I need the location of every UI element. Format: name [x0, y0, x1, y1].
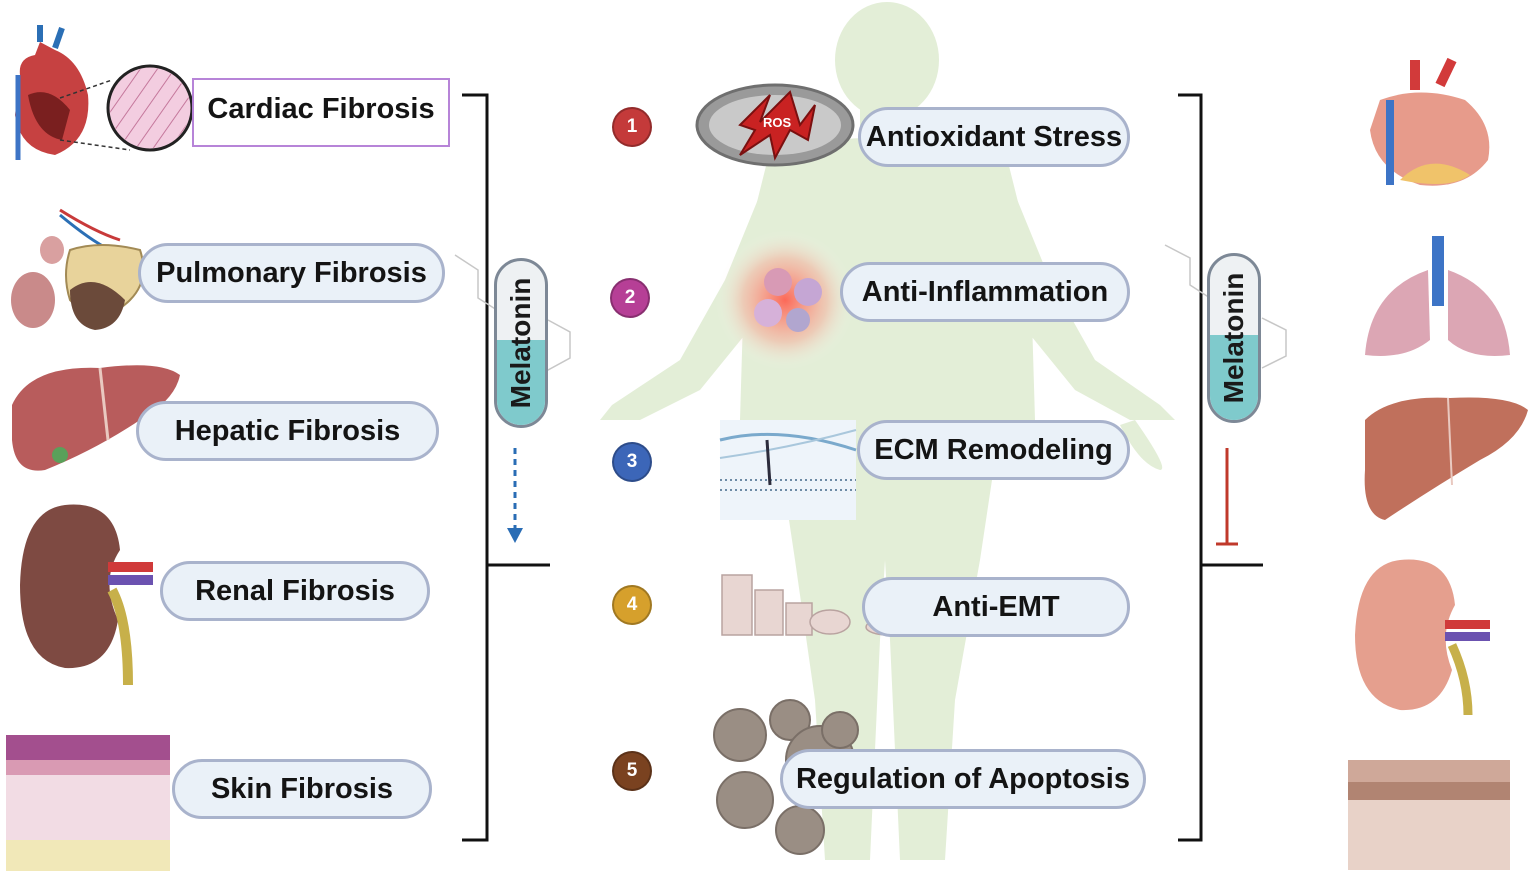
capsule-fill	[497, 339, 545, 425]
liver-icon	[12, 365, 180, 471]
mechanism-label-3: ECM Remodeling	[857, 420, 1130, 480]
step-number-3: 3	[612, 442, 652, 482]
step-number-2: 2	[610, 278, 650, 318]
hepatic-fibrosis-label: Hepatic Fibrosis	[136, 401, 439, 461]
mechanism-label-2: Anti-Inflammation	[840, 262, 1130, 322]
renal-fibrosis-label: Renal Fibrosis	[160, 561, 430, 621]
skin-fibrosis-label: Skin Fibrosis	[172, 759, 432, 819]
step-number-1: 1	[612, 107, 652, 147]
mechanism-label-4: Anti-EMT	[862, 577, 1130, 637]
mechanism-label-5: Regulation of Apoptosis	[780, 749, 1146, 809]
mechanism-label-1: Antioxidant Stress	[858, 107, 1130, 167]
immune-cells-icon	[715, 230, 855, 370]
down-arrow-head	[507, 528, 523, 543]
cardiac-fibrosis-label: Cardiac Fibrosis	[207, 92, 435, 125]
heart-icon	[15, 25, 89, 160]
mitochondrion-icon	[695, 83, 855, 167]
heart-healthy-icon	[1370, 57, 1490, 186]
cardiac-highlight-box	[192, 78, 450, 147]
epithelial-cells-icon	[721, 574, 911, 636]
step-number-5: 5	[612, 751, 652, 791]
melatonin-label-left: Melatonin	[505, 277, 536, 409]
ros-label: ROS	[763, 115, 792, 130]
pulmonary-fibrosis-label: Pulmonary Fibrosis	[138, 243, 445, 303]
melatonin-capsule-right: Melatonin	[1207, 253, 1261, 423]
ecm-fibers-icon	[719, 420, 857, 520]
capsule-fill	[1210, 334, 1258, 420]
right-bracket	[1178, 93, 1203, 842]
lungs-icon	[1365, 236, 1510, 356]
melatonin-label-right: Melatonin	[1218, 272, 1249, 404]
lung-alveoli-icon	[11, 208, 145, 330]
step-number-4: 4	[612, 585, 652, 625]
skin-icon	[6, 735, 170, 871]
healthy-skin-icon	[1348, 760, 1510, 870]
heart-tissue-icon	[106, 64, 194, 152]
healthy-liver-icon	[1364, 397, 1528, 520]
melatonin-capsule-left: Melatonin	[494, 258, 548, 428]
left-bracket	[462, 93, 489, 842]
healthy-kidney-icon	[1355, 559, 1490, 716]
kidney-icon	[20, 504, 153, 686]
